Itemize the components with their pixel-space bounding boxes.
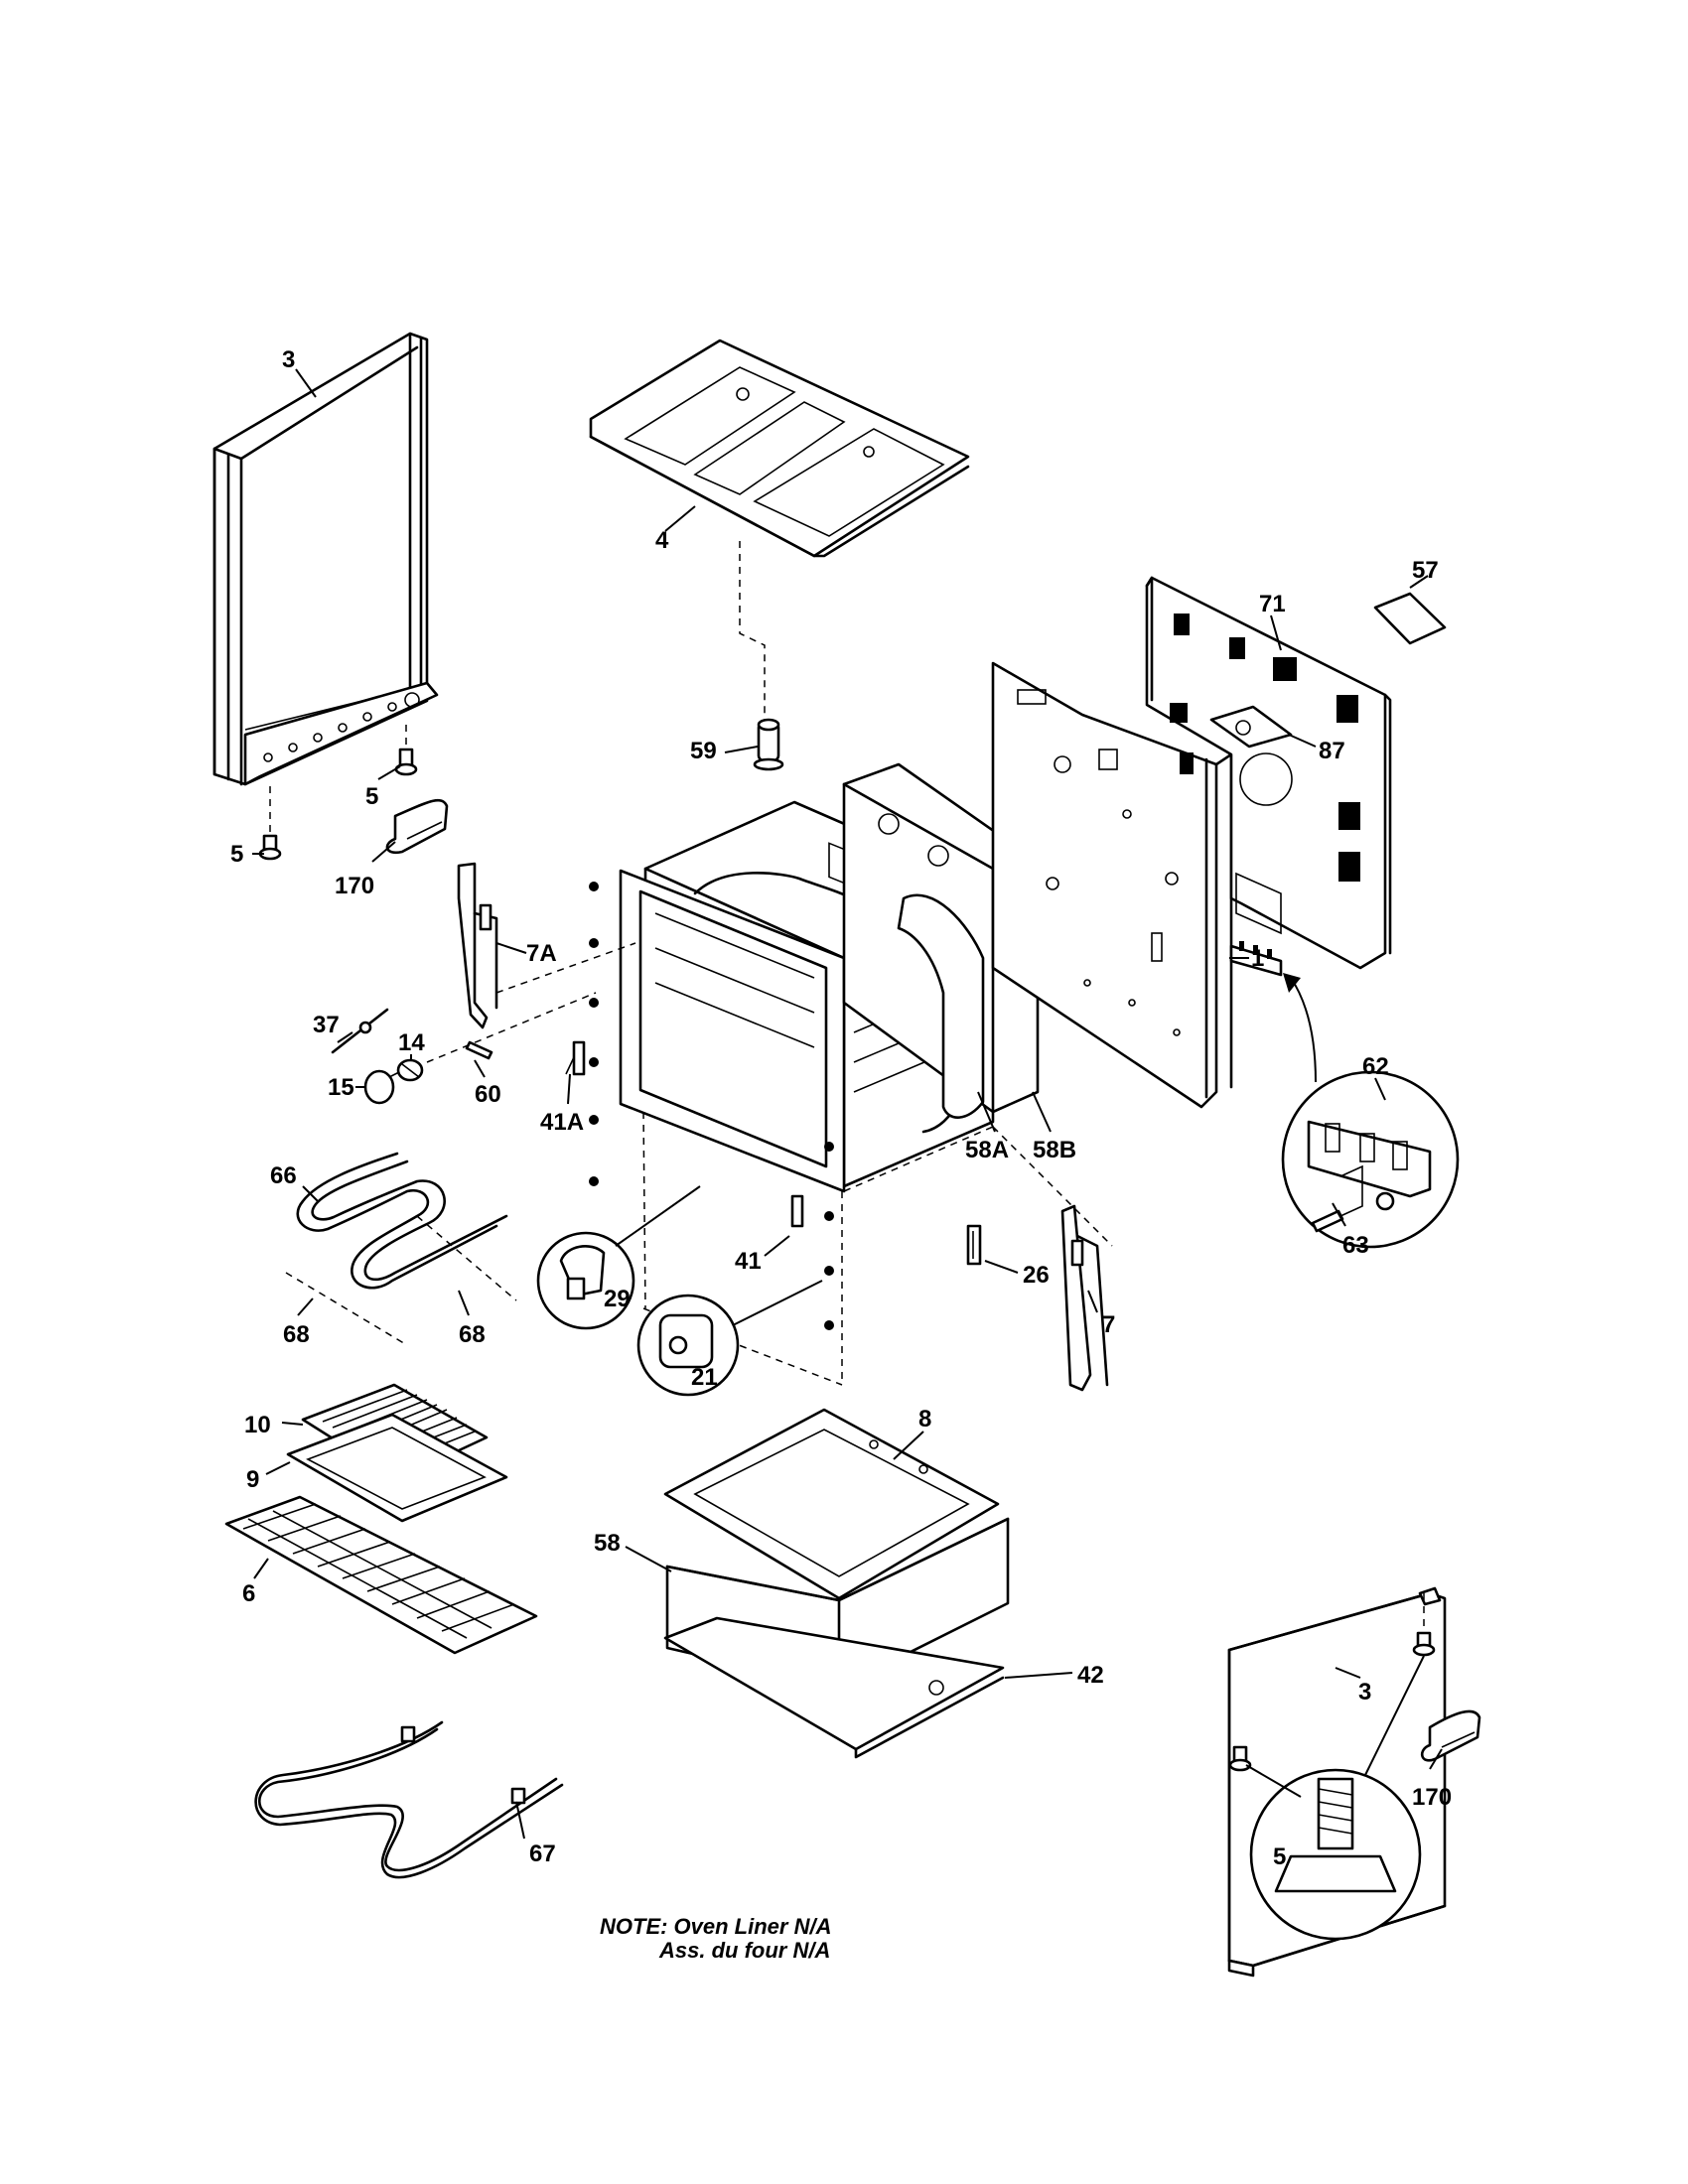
drawer-bottom-42[interactable] xyxy=(663,1616,1005,1759)
part-21-detail-circle xyxy=(636,1294,740,1397)
part-labels: 3 4 57 71 87 59 5 5 170 7A 37 14 15 60 4… xyxy=(230,346,1452,1870)
label-87[interactable]: 87 xyxy=(1319,738,1345,764)
label-66[interactable]: 66 xyxy=(270,1162,297,1189)
part-57[interactable] xyxy=(1373,592,1447,645)
leveler-screw-right-upper[interactable] xyxy=(1412,1631,1436,1657)
front-frame-screws xyxy=(589,882,834,1330)
label-68-left[interactable]: 68 xyxy=(283,1321,310,1348)
part-29-detail-circle xyxy=(536,1231,635,1330)
label-14[interactable]: 14 xyxy=(398,1029,425,1056)
bake-element-67[interactable] xyxy=(254,1720,564,1879)
label-63[interactable]: 63 xyxy=(1342,1232,1369,1259)
label-6[interactable]: 6 xyxy=(242,1580,255,1607)
label-7[interactable]: 7 xyxy=(1102,1311,1115,1338)
rear-cover[interactable] xyxy=(1145,576,1392,970)
guide-line-hinge-7 xyxy=(992,1126,1113,1247)
label-9[interactable]: 9 xyxy=(246,1466,259,1493)
label-3-right[interactable]: 3 xyxy=(1358,1679,1371,1706)
note-line-2: Ass. du four N/A xyxy=(658,1938,830,1963)
lamp-socket-14[interactable] xyxy=(396,1058,424,1082)
label-5-lower[interactable]: 5 xyxy=(230,841,243,868)
label-58[interactable]: 58 xyxy=(594,1530,621,1557)
rear-cover-vents xyxy=(1170,614,1360,882)
leader-lines xyxy=(252,368,1443,1840)
insulation-58A[interactable] xyxy=(897,893,985,1119)
leader-21 xyxy=(732,1280,823,1326)
leader-5-b xyxy=(1364,1655,1425,1776)
label-41A[interactable]: 41A xyxy=(540,1109,584,1136)
broil-shield-68a[interactable] xyxy=(285,1272,408,1346)
broiler-pan-9[interactable] xyxy=(286,1413,508,1523)
drawer-panel-8[interactable] xyxy=(663,1408,1000,1600)
label-5-upper[interactable]: 5 xyxy=(365,783,378,810)
guide-line-7A xyxy=(495,942,636,994)
oven-rack-6[interactable] xyxy=(224,1495,538,1655)
leveler-screw-left-upper[interactable] xyxy=(394,748,418,776)
label-58A[interactable]: 58A xyxy=(965,1137,1009,1163)
note: NOTE: Oven Liner N/A Ass. du four N/A xyxy=(600,1914,831,1963)
label-15[interactable]: 15 xyxy=(328,1074,354,1101)
label-10[interactable]: 10 xyxy=(244,1412,271,1438)
broil-shield-68b[interactable] xyxy=(416,1215,517,1301)
callout-arrow-62 xyxy=(1290,977,1317,1083)
leveler-detail-circle xyxy=(1249,1768,1422,1941)
broil-element-66[interactable] xyxy=(296,1152,508,1290)
label-42[interactable]: 42 xyxy=(1077,1662,1104,1689)
label-26[interactable]: 26 xyxy=(1023,1262,1050,1289)
label-7A[interactable]: 7A xyxy=(526,940,557,967)
part-41[interactable] xyxy=(790,1194,804,1228)
part-37[interactable] xyxy=(331,1008,389,1054)
top-frame[interactable] xyxy=(589,339,970,558)
label-21[interactable]: 21 xyxy=(691,1364,718,1391)
label-57[interactable]: 57 xyxy=(1412,557,1439,584)
label-62[interactable]: 62 xyxy=(1362,1053,1389,1080)
label-29[interactable]: 29 xyxy=(604,1286,631,1312)
label-37[interactable]: 37 xyxy=(313,1012,340,1038)
leader-5-a xyxy=(1245,1764,1302,1798)
part-41A[interactable] xyxy=(565,1040,586,1076)
leveler-screw-left-lower[interactable] xyxy=(258,834,282,861)
label-59[interactable]: 59 xyxy=(690,738,717,764)
label-5-detail[interactable]: 5 xyxy=(1273,1843,1286,1870)
leader-29 xyxy=(615,1185,701,1247)
front-frame[interactable] xyxy=(619,869,994,1386)
anti-tip-bracket-right[interactable] xyxy=(1421,1709,1481,1762)
label-71[interactable]: 71 xyxy=(1259,591,1286,617)
left-side-panel[interactable] xyxy=(212,332,439,786)
leveler-screw-right-lower[interactable] xyxy=(1228,1745,1252,1772)
hinge-7[interactable] xyxy=(1060,1204,1109,1392)
label-170-left[interactable]: 170 xyxy=(335,873,374,899)
label-4[interactable]: 4 xyxy=(655,527,669,554)
part-59[interactable] xyxy=(753,718,784,771)
label-1[interactable]: 1 xyxy=(1251,945,1264,972)
label-60[interactable]: 60 xyxy=(475,1081,501,1108)
label-170-right[interactable]: 170 xyxy=(1412,1784,1452,1811)
hinge-receptacle-7A[interactable] xyxy=(457,862,498,1029)
guide-line-lamp xyxy=(426,992,597,1063)
note-line-1: NOTE: Oven Liner N/A xyxy=(600,1914,831,1939)
guide-line-top xyxy=(739,541,766,735)
label-58B[interactable]: 58B xyxy=(1033,1137,1076,1163)
part-60[interactable] xyxy=(465,1040,493,1060)
lamp-bulb-15[interactable] xyxy=(363,1069,400,1105)
label-41[interactable]: 41 xyxy=(735,1248,762,1275)
label-67[interactable]: 67 xyxy=(529,1841,556,1867)
anti-tip-bracket-left[interactable] xyxy=(385,798,449,855)
terminal-block-detail-circle xyxy=(1281,1070,1460,1249)
label-3-left[interactable]: 3 xyxy=(282,346,295,373)
label-68-right[interactable]: 68 xyxy=(459,1321,486,1348)
terminal-block-small[interactable] xyxy=(1229,941,1283,977)
label-8[interactable]: 8 xyxy=(918,1406,931,1433)
part-26[interactable] xyxy=(966,1224,982,1266)
